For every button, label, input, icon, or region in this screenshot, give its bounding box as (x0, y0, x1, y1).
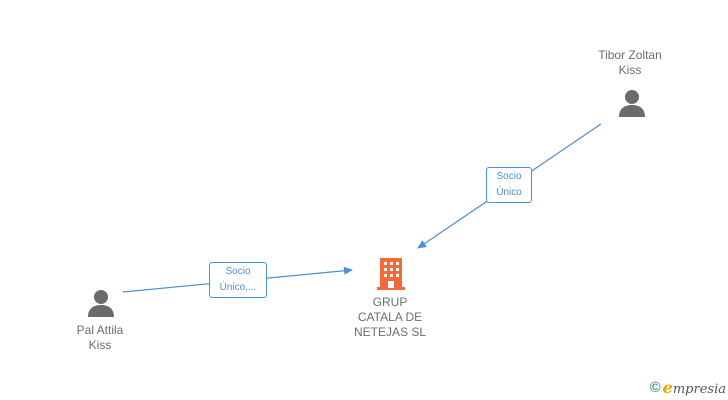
edge-label-line1: Socio (225, 266, 251, 277)
person-icon[interactable] (87, 289, 115, 317)
node-name-line1: Pal Attila (76, 323, 124, 337)
node-name-line3: NETEJAS SL (353, 325, 427, 339)
node-label-tibor[interactable]: Tibor Zoltan Kiss (580, 48, 680, 78)
node-name-line2: Kiss (88, 338, 112, 352)
brand-logo-text: mpresia (672, 381, 726, 397)
edge-label-tibor[interactable]: Socio Único (486, 167, 532, 203)
node-name-line1: GRUP (372, 295, 408, 309)
node-label-pal[interactable]: Pal Attila Kiss (50, 323, 150, 353)
brand-logo-initial: e (662, 377, 673, 397)
node-name-line2: Kiss (618, 63, 642, 77)
node-name-line1: Tibor Zoltan (598, 48, 662, 62)
node-label-company[interactable]: GRUP CATALA DE NETEJAS SL (330, 295, 450, 340)
edge-label-pal[interactable]: Socio Único,... (209, 262, 267, 298)
brand-logo: empresia (663, 378, 726, 397)
copyright-icon: © (649, 378, 661, 396)
brand-footer[interactable]: © empresia (649, 378, 726, 397)
edge-label-line2: Único,... (219, 282, 257, 293)
person-icon[interactable] (618, 89, 646, 117)
node-name-line2: CATALA DE (357, 310, 423, 324)
building-icon[interactable] (375, 256, 407, 290)
edge-label-line2: Único (496, 187, 522, 198)
edge-label-line1: Socio (496, 171, 522, 182)
